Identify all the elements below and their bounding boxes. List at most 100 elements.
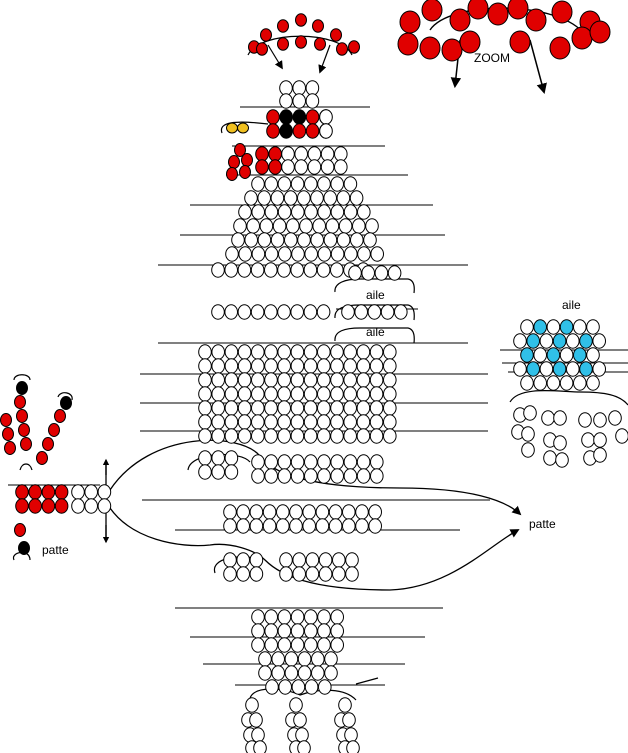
bead [97,498,112,514]
bead [369,344,384,360]
bead [551,0,573,24]
bead [357,204,371,220]
bead [383,344,397,360]
bead [286,218,300,234]
bead [233,218,247,234]
bead [369,428,384,444]
bead [330,262,344,278]
bead [2,427,14,441]
bead [246,218,260,234]
bead [236,504,250,520]
bead [259,218,274,234]
bead [28,498,43,514]
bead [310,190,324,206]
bead [279,80,293,96]
bead [291,679,306,695]
foot-knot [19,463,33,471]
bead [356,358,371,374]
bead [237,414,252,430]
bead [334,146,348,162]
bead [449,8,471,32]
bead [305,109,320,125]
bead [303,372,318,388]
bead [48,423,60,437]
bead [266,109,280,125]
bead [553,410,567,426]
bead [330,609,345,625]
bead [356,344,371,360]
bead [290,637,305,653]
bead [315,518,330,534]
bead [198,358,212,374]
bead [277,176,292,192]
bead [84,484,98,500]
bead [303,428,318,444]
bead [356,468,371,484]
bead [281,159,295,175]
bead [328,518,343,534]
aile-label-top: aile [366,288,385,302]
bead [318,679,332,695]
bead [289,504,303,520]
bead [236,552,250,568]
bead [60,396,72,410]
bead [336,190,351,206]
bead [271,651,286,667]
bead [277,358,292,374]
bead [303,304,318,320]
bead [279,552,293,568]
tail-tick [355,677,379,685]
bead [237,428,252,444]
bead [223,552,237,568]
bead [566,361,580,377]
bead [344,246,358,262]
bead [249,504,264,520]
bead [237,386,252,402]
bead [42,437,54,451]
bead [251,204,266,220]
bead [224,304,238,320]
bead [236,518,250,534]
bead [330,386,344,402]
bead [268,159,283,175]
bead [264,372,278,388]
bead [370,468,384,484]
bead [369,372,384,388]
bead [228,155,240,169]
bead [352,218,366,234]
bead [255,146,269,162]
bead [330,246,345,262]
bead [279,93,293,109]
bead [244,190,258,206]
bead [231,232,245,248]
bead [224,450,239,466]
bead [225,246,239,262]
bead [290,372,305,388]
bead [250,428,265,444]
bead [211,400,225,416]
bead [14,523,26,537]
bead [253,740,267,753]
bead [559,319,574,335]
bead [317,400,331,416]
bead [264,400,278,416]
bead [370,454,384,470]
claw-loop-2 [57,392,73,401]
bead [317,428,331,444]
bead [257,232,272,248]
bead [314,37,326,51]
bead [290,623,305,639]
bead [290,344,305,360]
bead [369,358,384,374]
bead [317,468,331,484]
bead [356,414,371,430]
bead [293,712,307,728]
bead [251,176,265,192]
bead [237,358,252,374]
bead [249,552,264,568]
bead [245,697,259,713]
bead [304,679,319,695]
bead [211,304,225,320]
patte-label-left: patte [42,543,69,557]
